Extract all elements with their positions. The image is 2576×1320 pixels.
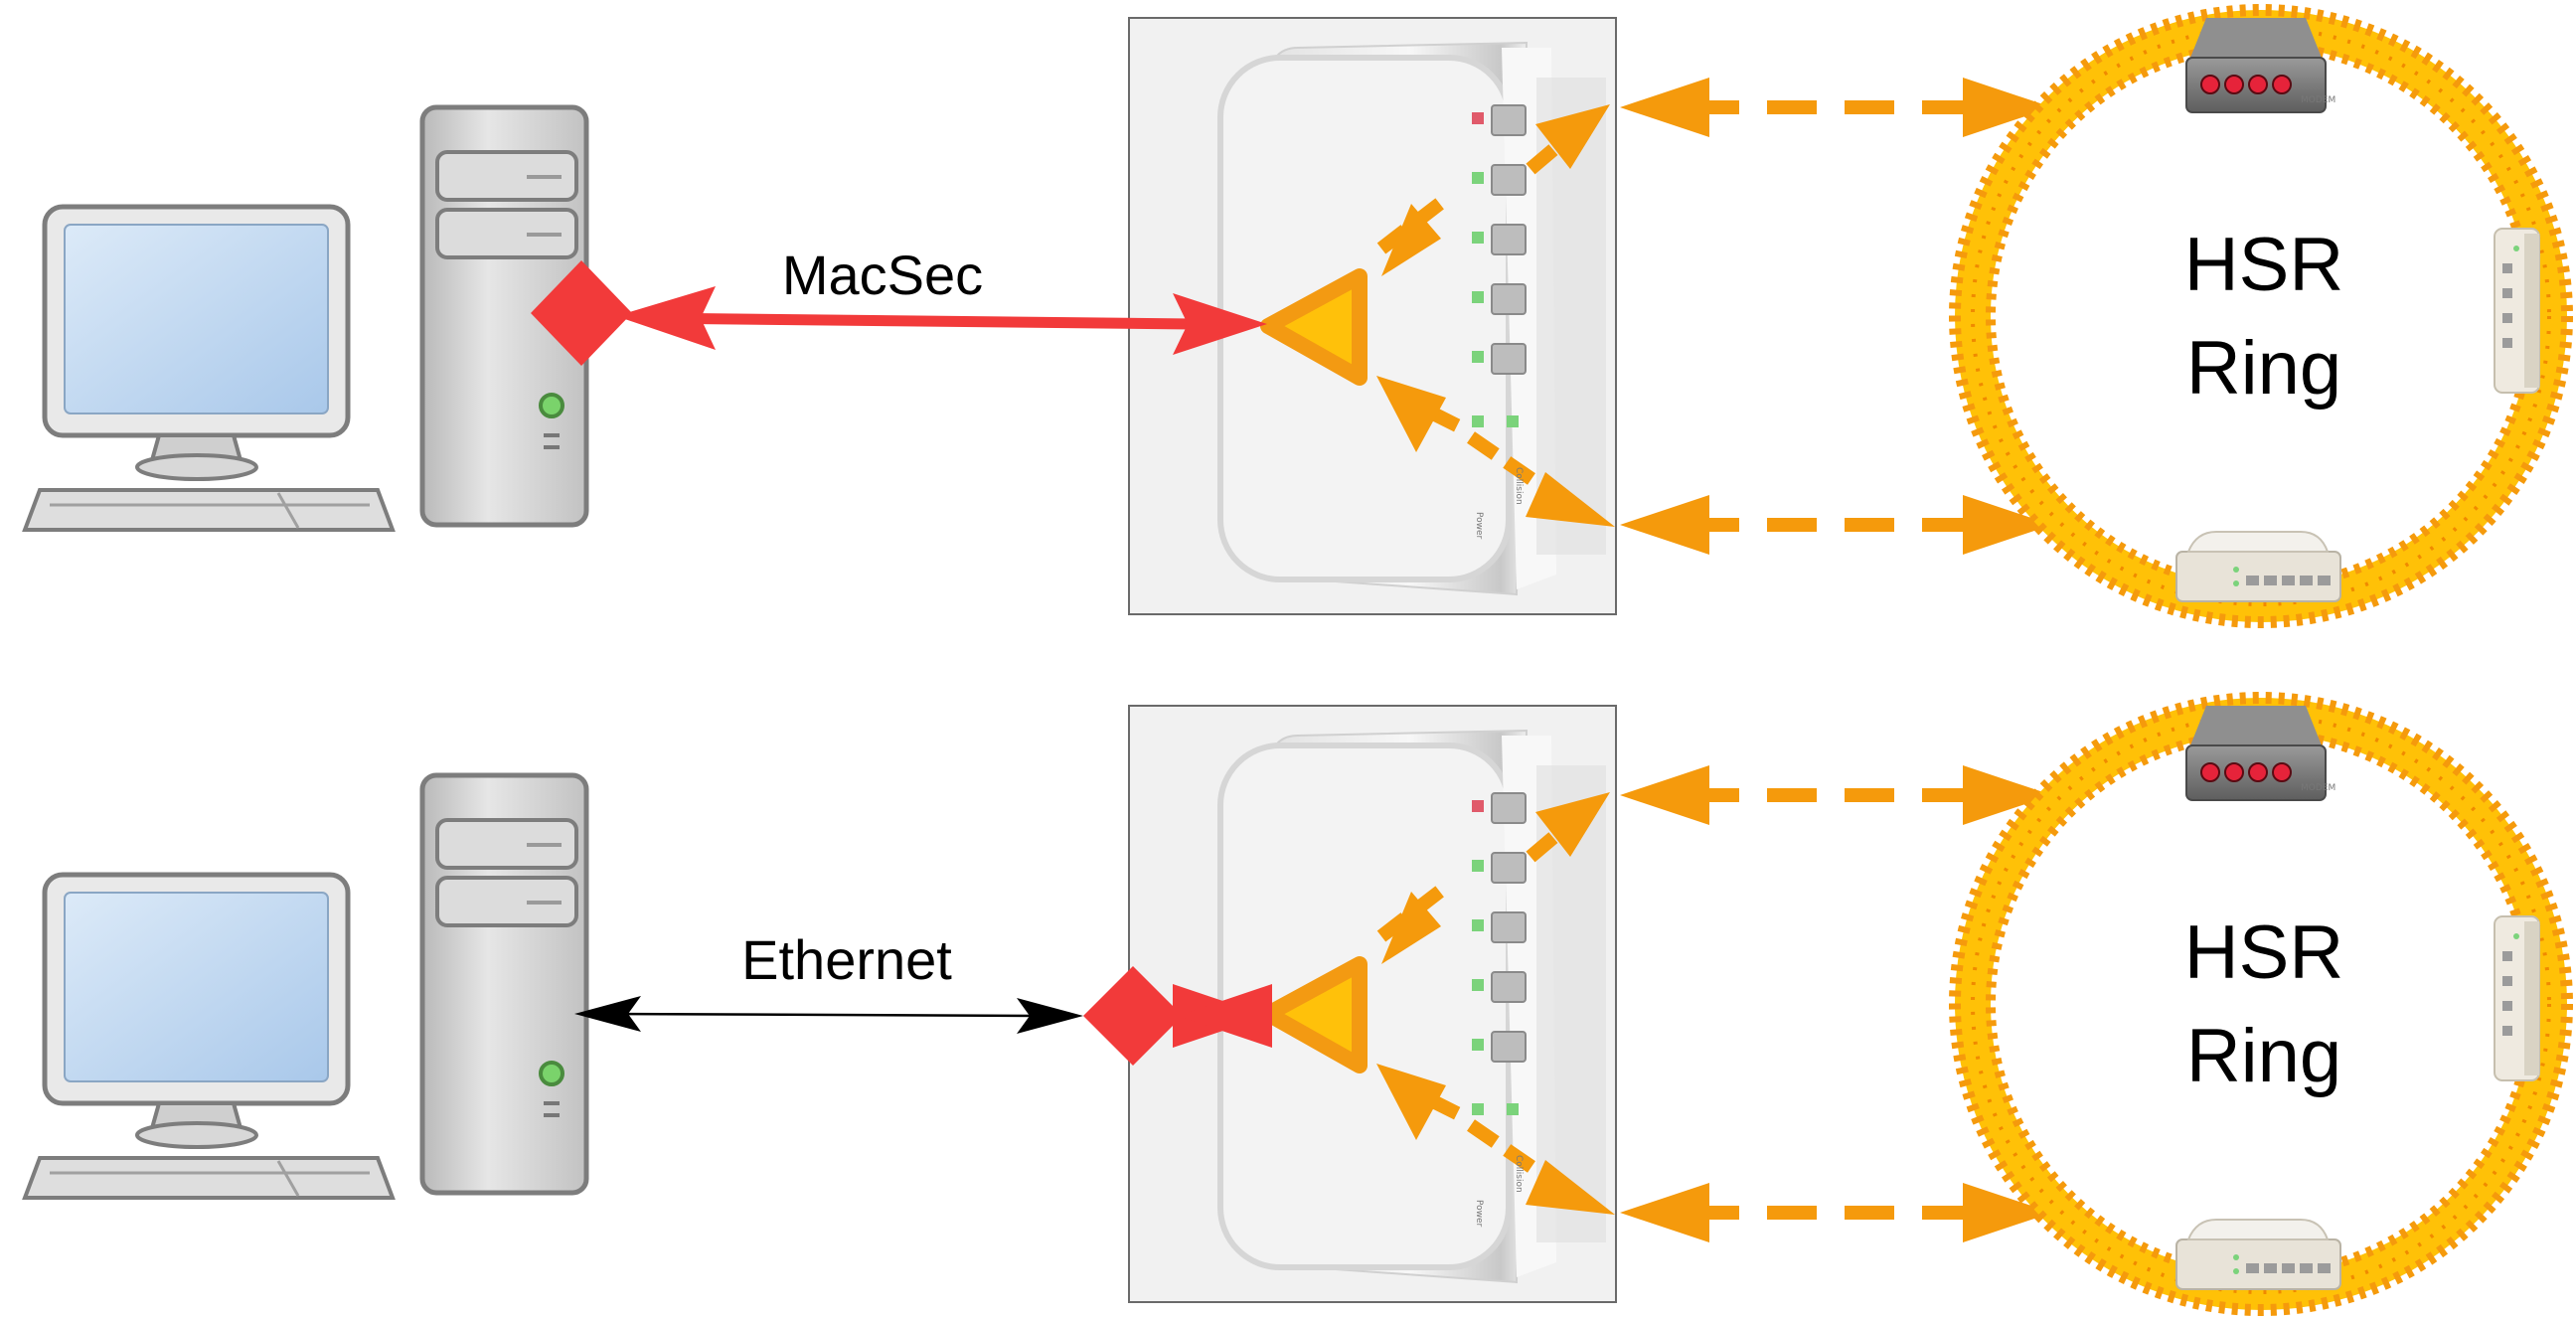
switch-power-label: Power bbox=[1474, 1200, 1484, 1228]
macsec-link[interactable] bbox=[531, 260, 1267, 366]
computer-icon[interactable] bbox=[10, 775, 586, 1198]
hsr-ring-label-line1: HSR bbox=[2184, 910, 2343, 995]
computer-icon[interactable] bbox=[10, 107, 586, 530]
ring-switch-icon[interactable] bbox=[2494, 915, 2540, 1081]
row-ethernet: Ethernet HSR Ring bbox=[10, 698, 2567, 1310]
switch-power-label: Power bbox=[1474, 512, 1484, 540]
switch-collision-label: Collision bbox=[1514, 467, 1524, 505]
modem-label: MODEM bbox=[2301, 783, 2335, 793]
switch-collision-label: Collision bbox=[1514, 1155, 1524, 1193]
ethernet-link[interactable] bbox=[574, 966, 1272, 1066]
ethernet-label: Ethernet bbox=[741, 928, 952, 991]
hsr-links-row1[interactable] bbox=[1376, 78, 2052, 555]
hsr-links-row2[interactable] bbox=[1376, 765, 2052, 1242]
hsr-ring-label-line2: Ring bbox=[2186, 326, 2341, 411]
modem-label: MODEM bbox=[2301, 95, 2335, 105]
ring-switch-icon[interactable] bbox=[2175, 1219, 2341, 1290]
ring-switch-icon[interactable] bbox=[2494, 228, 2540, 394]
macsec-label: MacSec bbox=[782, 244, 983, 306]
hsr-ring-icon[interactable] bbox=[1955, 10, 2567, 622]
macsec-diamond-icon bbox=[531, 260, 632, 366]
hsr-ring-icon[interactable] bbox=[1955, 698, 2567, 1310]
hsr-ring-label-line2: Ring bbox=[2186, 1014, 2341, 1098]
ring-switch-icon[interactable] bbox=[2175, 531, 2341, 602]
macsec-diamond-icon bbox=[1083, 966, 1183, 1066]
hsr-ring-label-line1: HSR bbox=[2184, 223, 2343, 307]
row-macsec: MacSec HSR Ring bbox=[10, 10, 2567, 622]
